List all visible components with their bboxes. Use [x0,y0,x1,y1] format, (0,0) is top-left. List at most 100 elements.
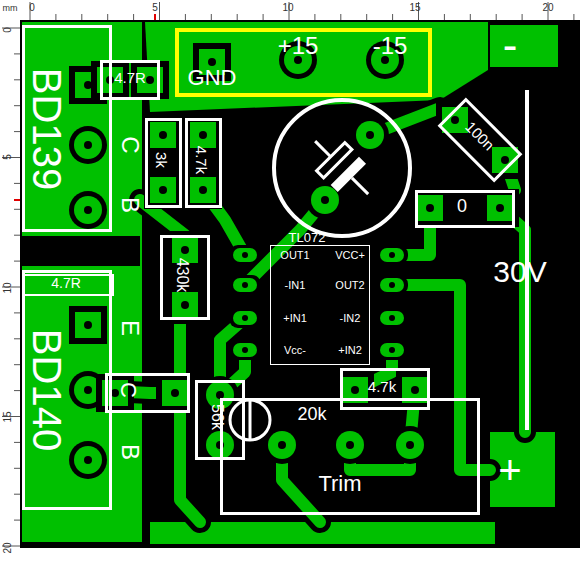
round-pad [74,196,102,224]
capacitor-lead [315,141,331,157]
supply-header: GND +15 -15 [175,28,432,97]
ruler-tick [14,209,20,210]
drill-hole [84,141,92,149]
ruler-number: 20 [542,3,553,13]
part-value: 20k [297,405,326,423]
part-value: 4.7k [368,379,396,394]
square-pad [150,122,176,148]
electrolytic-capacitor-outline [274,100,410,236]
drill-hole [389,282,395,288]
ruler-tick [211,14,212,20]
voltage-label: 30V [493,257,546,287]
ruler-number: 10 [3,282,13,293]
drill-hole [389,347,395,353]
ruler-number: 5 [152,3,158,13]
pad-clearance [376,245,408,265]
ruler-tick [237,14,238,20]
drill-hole [146,76,154,84]
supply-pad-minus [490,25,558,67]
net-name: GND [188,67,237,89]
trimmer-outline: 20kTrim [220,398,480,515]
drill-hole [321,196,329,204]
ruler-tick [340,14,341,20]
ruler-tick [14,79,20,80]
supply-pad-plus [490,432,555,507]
polarity-mark: + [498,450,521,490]
ruler-tick [14,261,20,262]
pad-clearance [376,275,408,295]
ruler-tick [366,14,367,20]
isolation-gap [22,236,140,266]
ruler-tick [522,14,523,20]
drill-hole [159,131,167,139]
ruler-tick [185,14,186,20]
ruler-tick [14,442,20,443]
square-pad [75,312,101,338]
ruler-number: 10 [282,3,293,13]
ruler-tick [55,14,56,20]
ground-pour [22,22,142,542]
part-value: 100n [463,119,497,153]
ruler-tick [133,14,134,20]
part-value: 430k [174,258,190,293]
part-value: Trim [318,473,361,495]
pad-clearance [69,191,107,229]
ruler-tick [573,14,574,20]
component-outline: 430k [160,235,210,320]
part-value: 4.7k [194,146,209,174]
net-name: -15 [373,34,408,58]
ruler-marker [14,199,20,201]
square-pad [417,195,443,221]
part-value: 3k [154,152,169,168]
drill-hole [411,386,419,394]
ic-outline: TL072OUT1-IN1+IN1Vcc-VCC+OUT2-IN2+IN2 [270,245,370,365]
ruler-tick [14,364,20,365]
pad-clearance [391,426,429,464]
ic-pin-pad [233,311,257,325]
capacitor-lead [352,178,368,194]
ic-pin-pad [380,278,404,292]
drill-hole [426,204,434,212]
pad-clearance [69,306,107,344]
pad-clearance [376,340,408,360]
trimmer-slot [249,400,252,440]
drill-hole [351,386,359,394]
pad-clearance [351,116,389,154]
ruler-tick [14,468,20,469]
ruler-tick [392,14,393,20]
part-value: 4.7R [114,70,146,85]
round-pad [268,431,296,459]
ruler-tick [14,312,20,313]
drill-hole [84,206,92,214]
ic-pin-pad [380,311,404,325]
ruler-tick [14,338,20,339]
component-outline: 4.7R [100,60,160,100]
round-pad [74,446,102,474]
transistor-outline: BD1404.7R [22,270,112,510]
round-pad [356,121,384,149]
pad-clearance [69,441,107,479]
pad-clearance [229,275,261,295]
square-pad [172,292,198,318]
net-name: +15 [278,34,319,58]
drill-hole [366,131,374,139]
drill-hole [242,282,248,288]
pad-clearance [184,171,222,209]
trace-clearance [500,208,525,432]
ruler-tick [81,14,82,20]
drill-hole [84,81,92,89]
drill-hole [496,204,504,212]
pin-name: E [118,320,142,336]
ruler-number: 20 [3,542,13,553]
ruler-tick [14,235,20,236]
drill-hole [181,301,189,309]
drill-hole [346,441,354,449]
drill-hole [242,347,248,353]
drill-hole [242,252,248,258]
drill-hole [278,441,286,449]
drill-hole [84,456,92,464]
ruler-number: 5 [3,154,13,160]
pin-name: OUT1 [280,250,309,261]
